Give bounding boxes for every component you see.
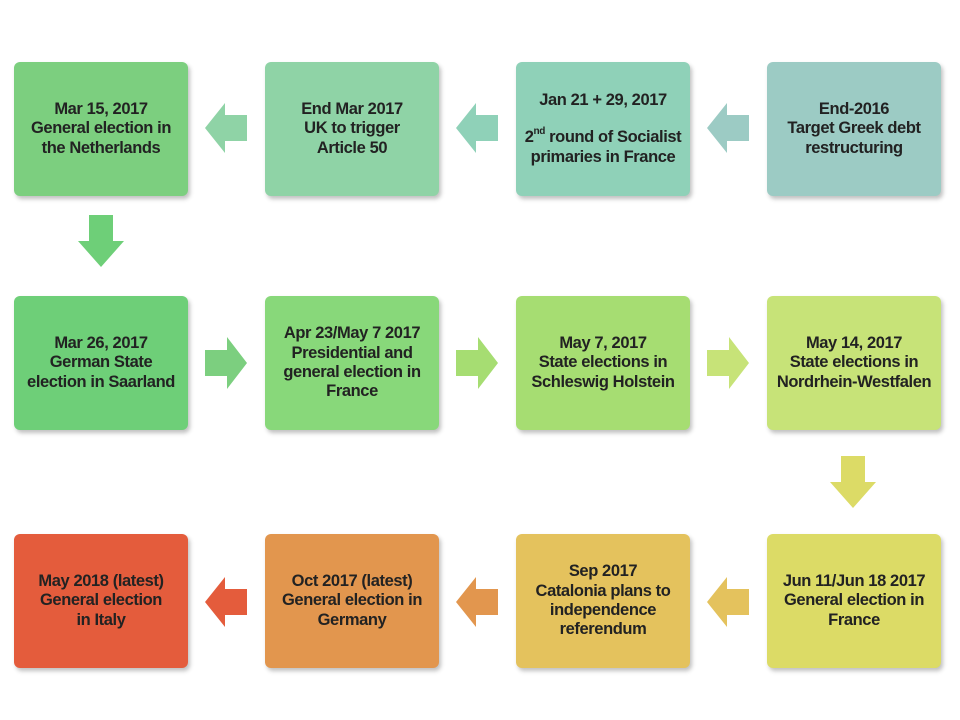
box-date: Jan 21 + 29, 2017 [539,90,667,109]
box-text: referendum [559,620,647,639]
event-box-italy-election: May 2018 (latest) General election in It… [14,534,188,668]
box-text: General election in [783,591,925,610]
box-text: 2nd round of Socialist [524,126,682,147]
box-date: May 14, 2017 [805,333,903,352]
ordinal-rest: round of Socialist [544,128,682,147]
event-box-greek-debt: End-2016 Target Greek debt restructuring [767,62,941,196]
box-text: Catalonia plans to [535,581,671,600]
arrow-left-icon [707,103,749,153]
event-box-socialist-primaries: Jan 21 + 29, 2017 2nd round of Socialist… [516,62,690,196]
event-box-france-presidential: Apr 23/May 7 2017 Presidential and gener… [265,296,439,430]
box-text: primaries in France [530,147,676,166]
box-date: Mar 15, 2017 [54,99,148,118]
arrow-right-icon [707,337,749,389]
event-box-uk-article-50: End Mar 2017 UK to trigger Article 50 [265,62,439,196]
event-box-saarland-election: Mar 26, 2017 German State election in Sa… [14,296,188,430]
event-box-nordrhein-westfalen: May 14, 2017 State elections in Nordrhei… [767,296,941,430]
arrow-down-icon [78,215,124,267]
box-date: End-2016 [818,99,890,118]
box-text: General election in [30,119,172,138]
box-text: Schleswig Holstein [531,372,675,391]
box-date: Oct 2017 (latest) [291,571,413,590]
box-text: German State [49,353,153,372]
event-box-netherlands-election: Mar 15, 2017 General election in the Net… [14,62,188,196]
box-text: General election [40,591,162,610]
arrow-left-icon [456,103,498,153]
box-text: France [326,382,378,401]
event-box-schleswig-holstein: May 7, 2017 State elections in Schleswig… [516,296,690,430]
box-date: Sep 2017 [568,562,638,581]
arrow-right-icon [456,337,498,389]
box-date: May 7, 2017 [559,333,647,352]
arrow-left-icon [456,577,498,627]
arrow-left-icon [205,103,247,153]
event-box-france-general-election: Jun 11/Jun 18 2017 General election in F… [767,534,941,668]
box-text: the Netherlands [41,138,161,157]
arrow-left-icon [205,577,247,627]
box-text: general election in [283,363,421,381]
arrow-left-icon [707,577,749,627]
ordinal-suffix: nd [533,126,546,138]
box-date: Jun 11/Jun 18 2017 [782,571,926,590]
box-text: election in Saarland [27,372,175,391]
box-text: Germany [317,610,387,629]
box-text: France [828,610,880,629]
box-text: Nordrhein-Westfalen [776,372,932,391]
box-date: End Mar 2017 [301,99,403,118]
box-date: Mar 26, 2017 [54,333,148,352]
box-text: Article 50 [316,138,388,157]
ordinal-number: 2 [524,128,534,147]
box-text: in Italy [76,610,126,629]
box-date: May 2018 (latest) [38,571,164,590]
box-text: State elections in [538,353,668,372]
box-date: Apr 23/May 7 2017 [283,324,421,343]
box-text: UK to trigger [304,119,400,138]
box-text: General election in [281,591,423,610]
box-text: independence [549,601,657,619]
box-text: restructuring [805,138,903,157]
event-box-catalonia-referendum: Sep 2017 Catalonia plans to independence… [516,534,690,668]
box-text: Presidential and [291,343,413,362]
arrow-down-icon [830,456,876,508]
box-text: Target Greek debt [787,119,921,138]
arrow-right-icon [205,337,247,389]
box-text: State elections in [789,353,919,372]
event-box-germany-election: Oct 2017 (latest) General election in Ge… [265,534,439,668]
